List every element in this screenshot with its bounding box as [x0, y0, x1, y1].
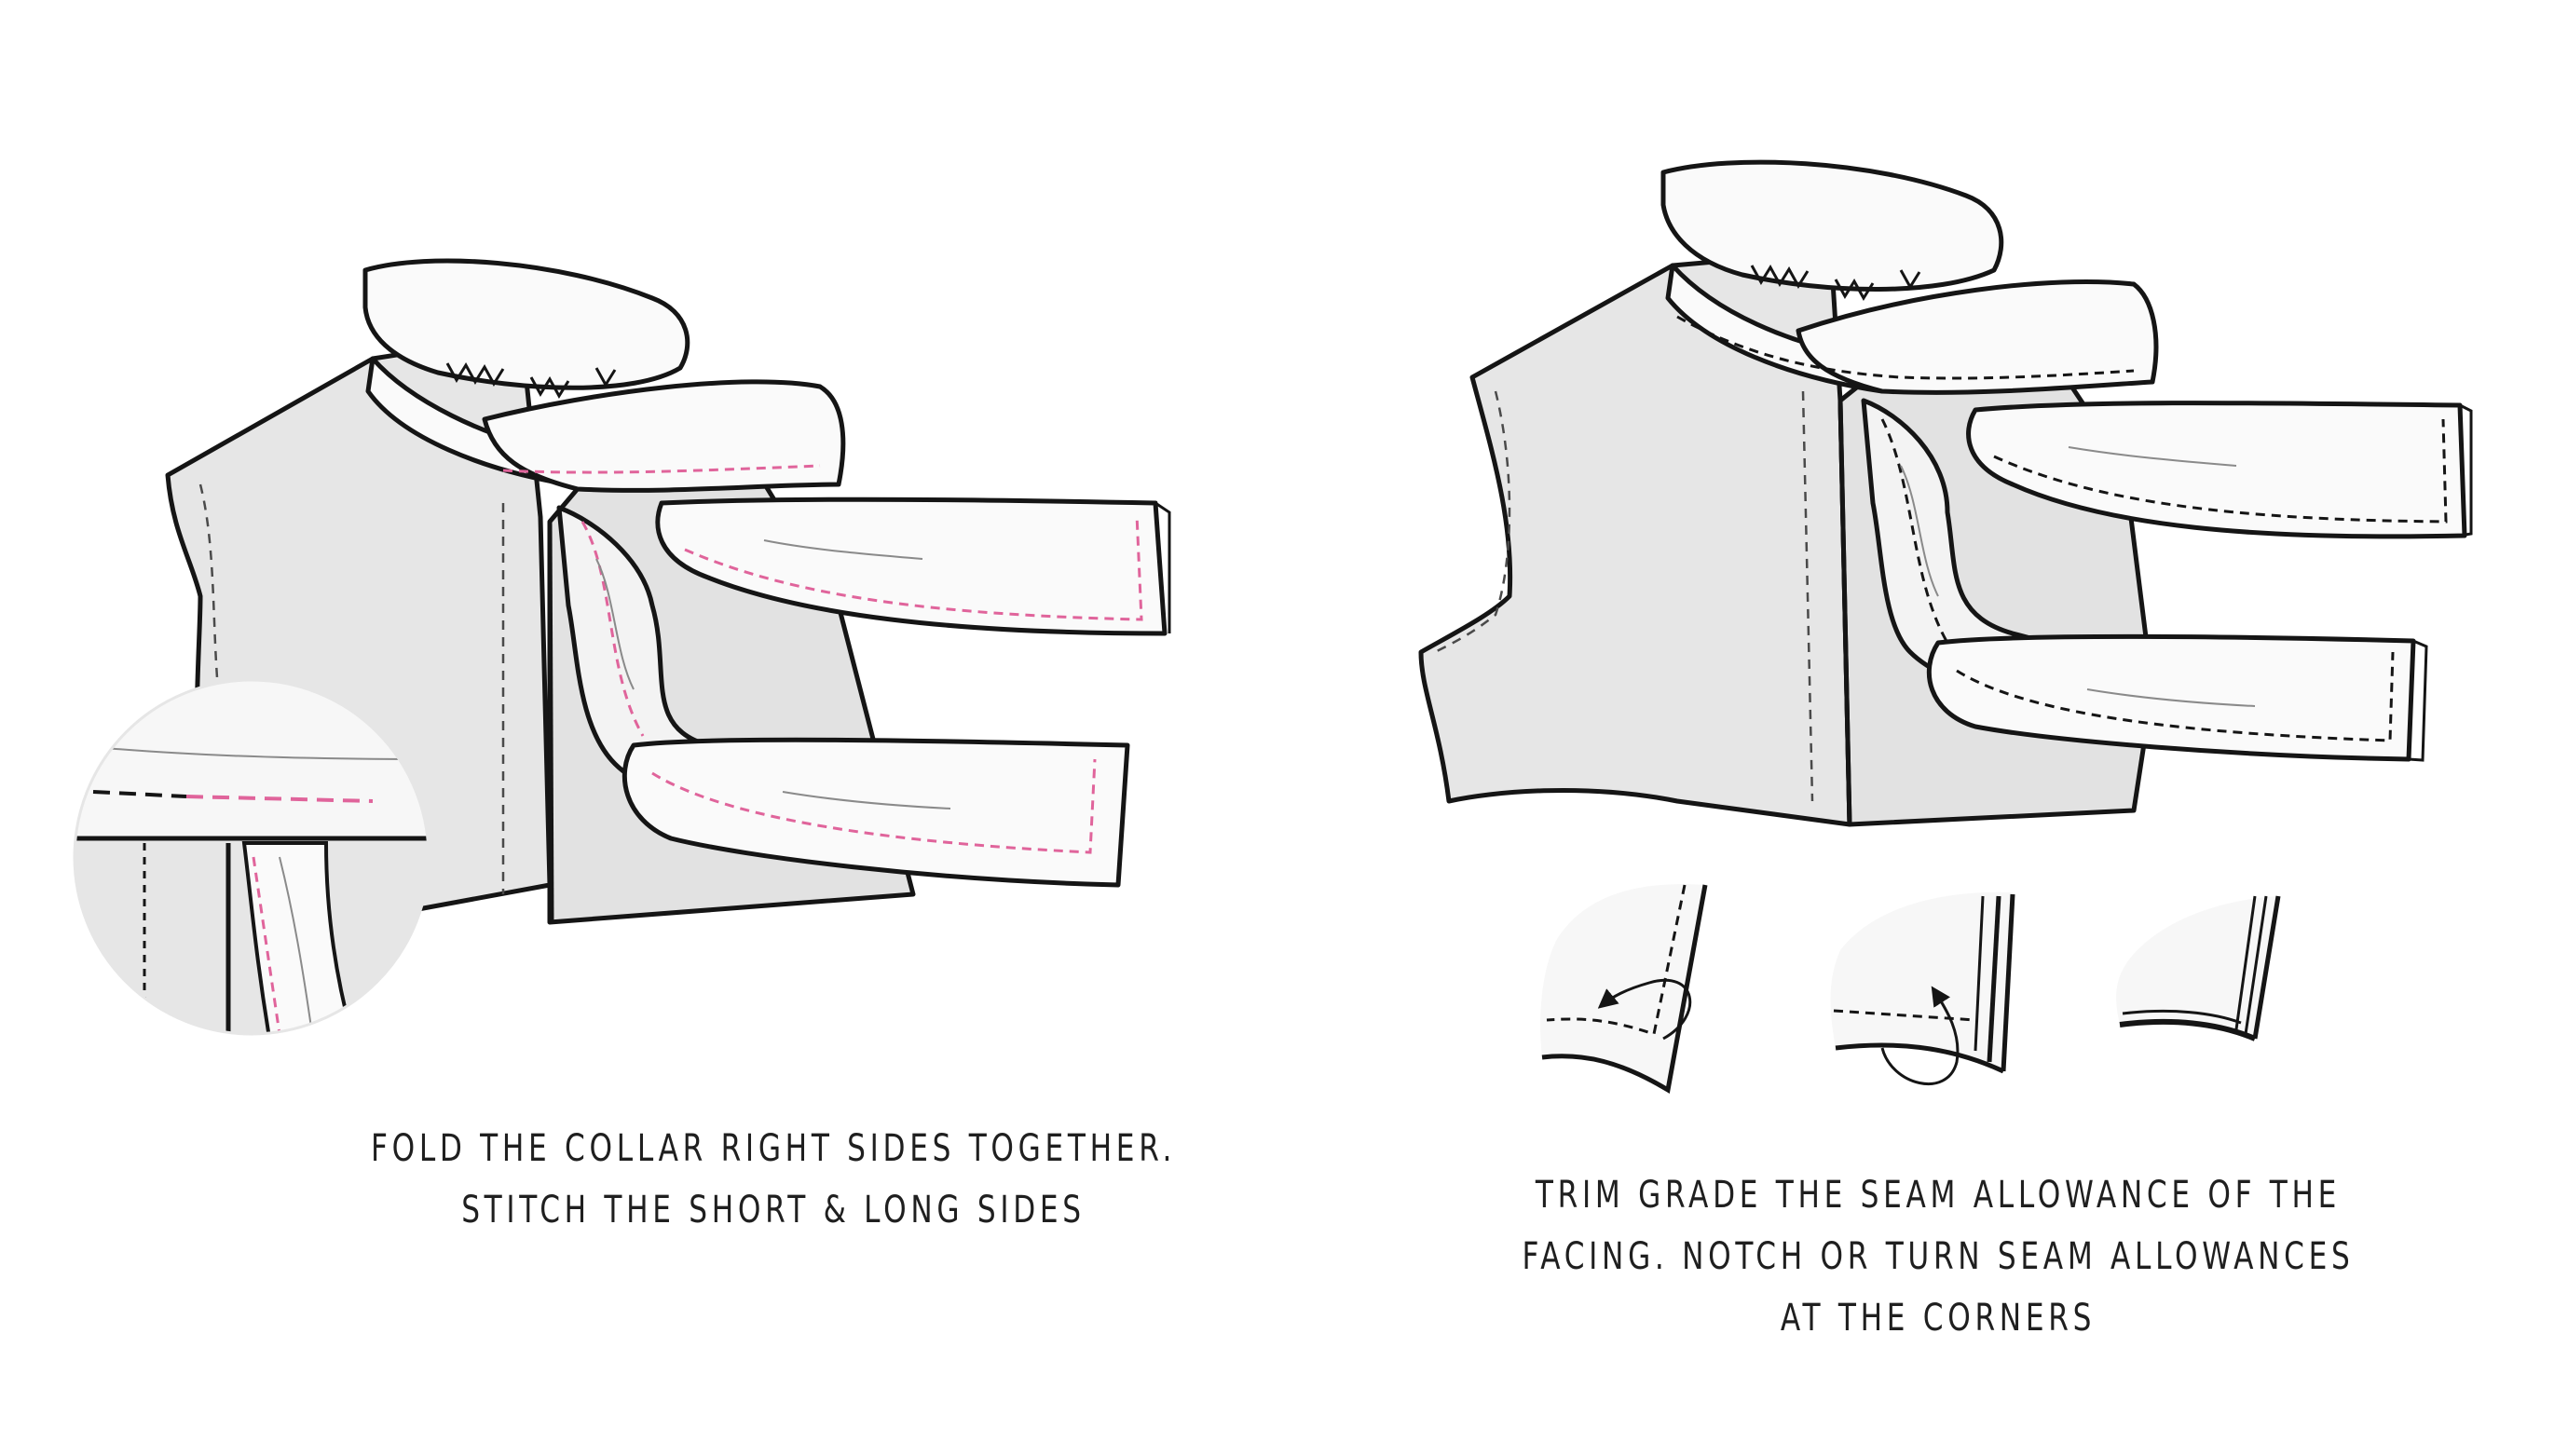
step-2-caption-line-1: TRIM GRADE THE SEAM ALLOWANCE OF THE	[1466, 1164, 2411, 1226]
detail-zoom-circle	[75, 680, 429, 1053]
corner-detail-turn	[1831, 892, 2013, 1084]
corner-detail-notch	[1540, 884, 1705, 1090]
step-2-caption-line-2: FACING. NOTCH OR TURN SEAM ALLOWANCES	[1466, 1226, 2411, 1287]
step-1-caption-line-1: FOLD THE COLLAR RIGHT SIDES TOGETHER.	[199, 1118, 1347, 1179]
step-2-caption: TRIM GRADE THE SEAM ALLOWANCE OF THE FAC…	[1466, 1164, 2411, 1349]
step-1-illustration	[75, 261, 1169, 1053]
collar-band-folded-2	[1798, 281, 2156, 392]
center-front-line	[550, 522, 552, 922]
collar-band-folded	[485, 382, 843, 491]
step-1-caption-line-2: STITCH THE SHORT & LONG SIDES	[199, 1179, 1347, 1241]
step-2-illustration	[1421, 162, 2471, 1090]
step-1-caption: FOLD THE COLLAR RIGHT SIDES TOGETHER. ST…	[199, 1118, 1347, 1241]
corner-detail-trimmed	[2116, 896, 2278, 1039]
step-2-caption-line-3: AT THE CORNERS	[1466, 1287, 2411, 1349]
